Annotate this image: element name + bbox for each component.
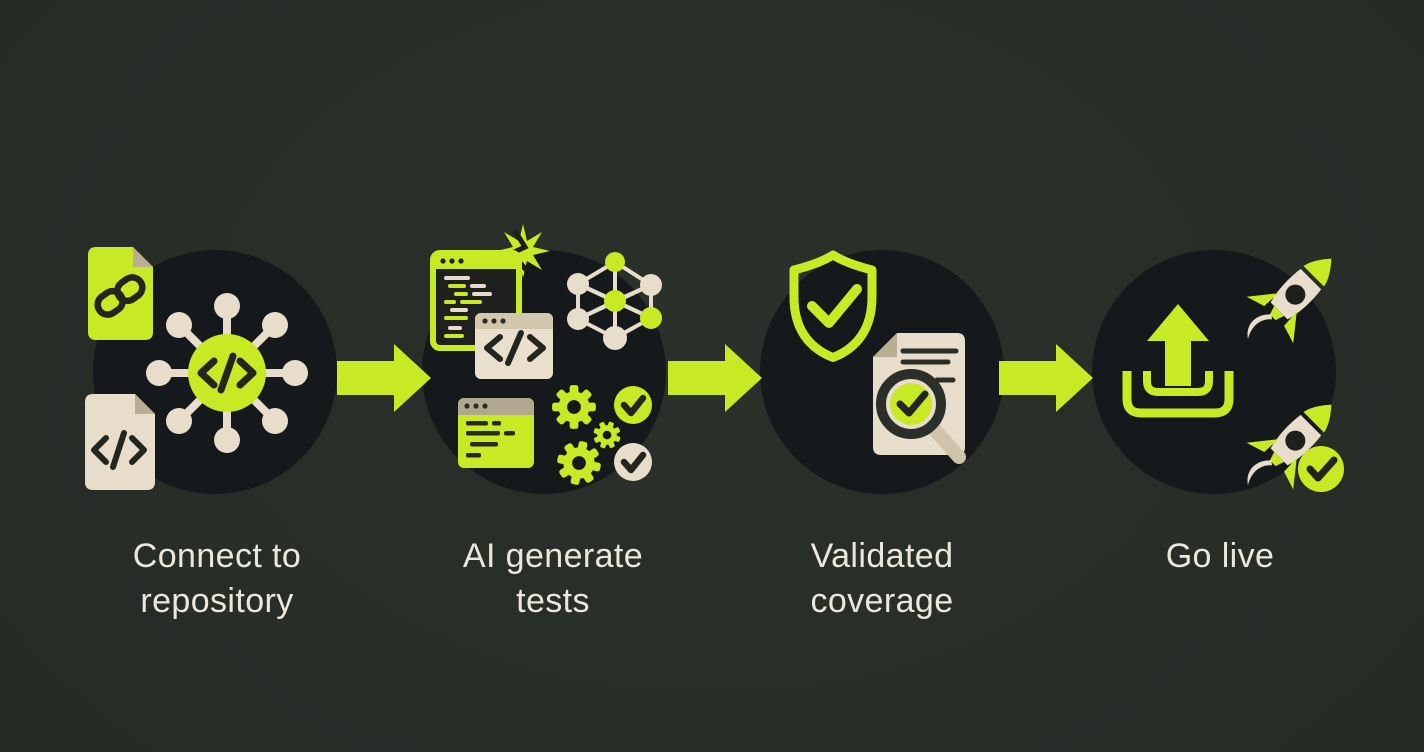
upload-tray-icon [1122, 304, 1234, 418]
link-file-icon [88, 247, 153, 340]
step-label-connect-repository: Connect to repository [132, 537, 302, 620]
rocket-check-badge-icon [1226, 381, 1355, 510]
flow-arrow-icon [337, 344, 431, 412]
code-lines [444, 276, 492, 338]
shield-check-icon [789, 250, 877, 362]
step-4-icons [1122, 235, 1355, 510]
step-label-validated-coverage: Validated coverage [810, 537, 954, 620]
neural-network-icon [567, 252, 662, 350]
code-browser-window-icon [475, 313, 553, 379]
code-hub-network-icon [146, 293, 308, 453]
code-lines [466, 421, 515, 458]
step-1-icons [85, 247, 308, 490]
check-circle-beige-icon [614, 443, 652, 481]
step-2-icons [430, 224, 662, 489]
check-circle-lime-icon [614, 386, 652, 424]
step-3-icons [789, 250, 966, 464]
flow-arrow-icon [999, 344, 1093, 412]
step-label-go-live: Go live [1165, 537, 1275, 575]
step-label-ai-generate-tests: AI generate tests [462, 537, 644, 620]
code-file-icon [85, 394, 155, 490]
magnifier-check-icon [876, 369, 966, 464]
test-script-window-icon [458, 398, 534, 468]
flow-arrow-icon [668, 344, 762, 412]
